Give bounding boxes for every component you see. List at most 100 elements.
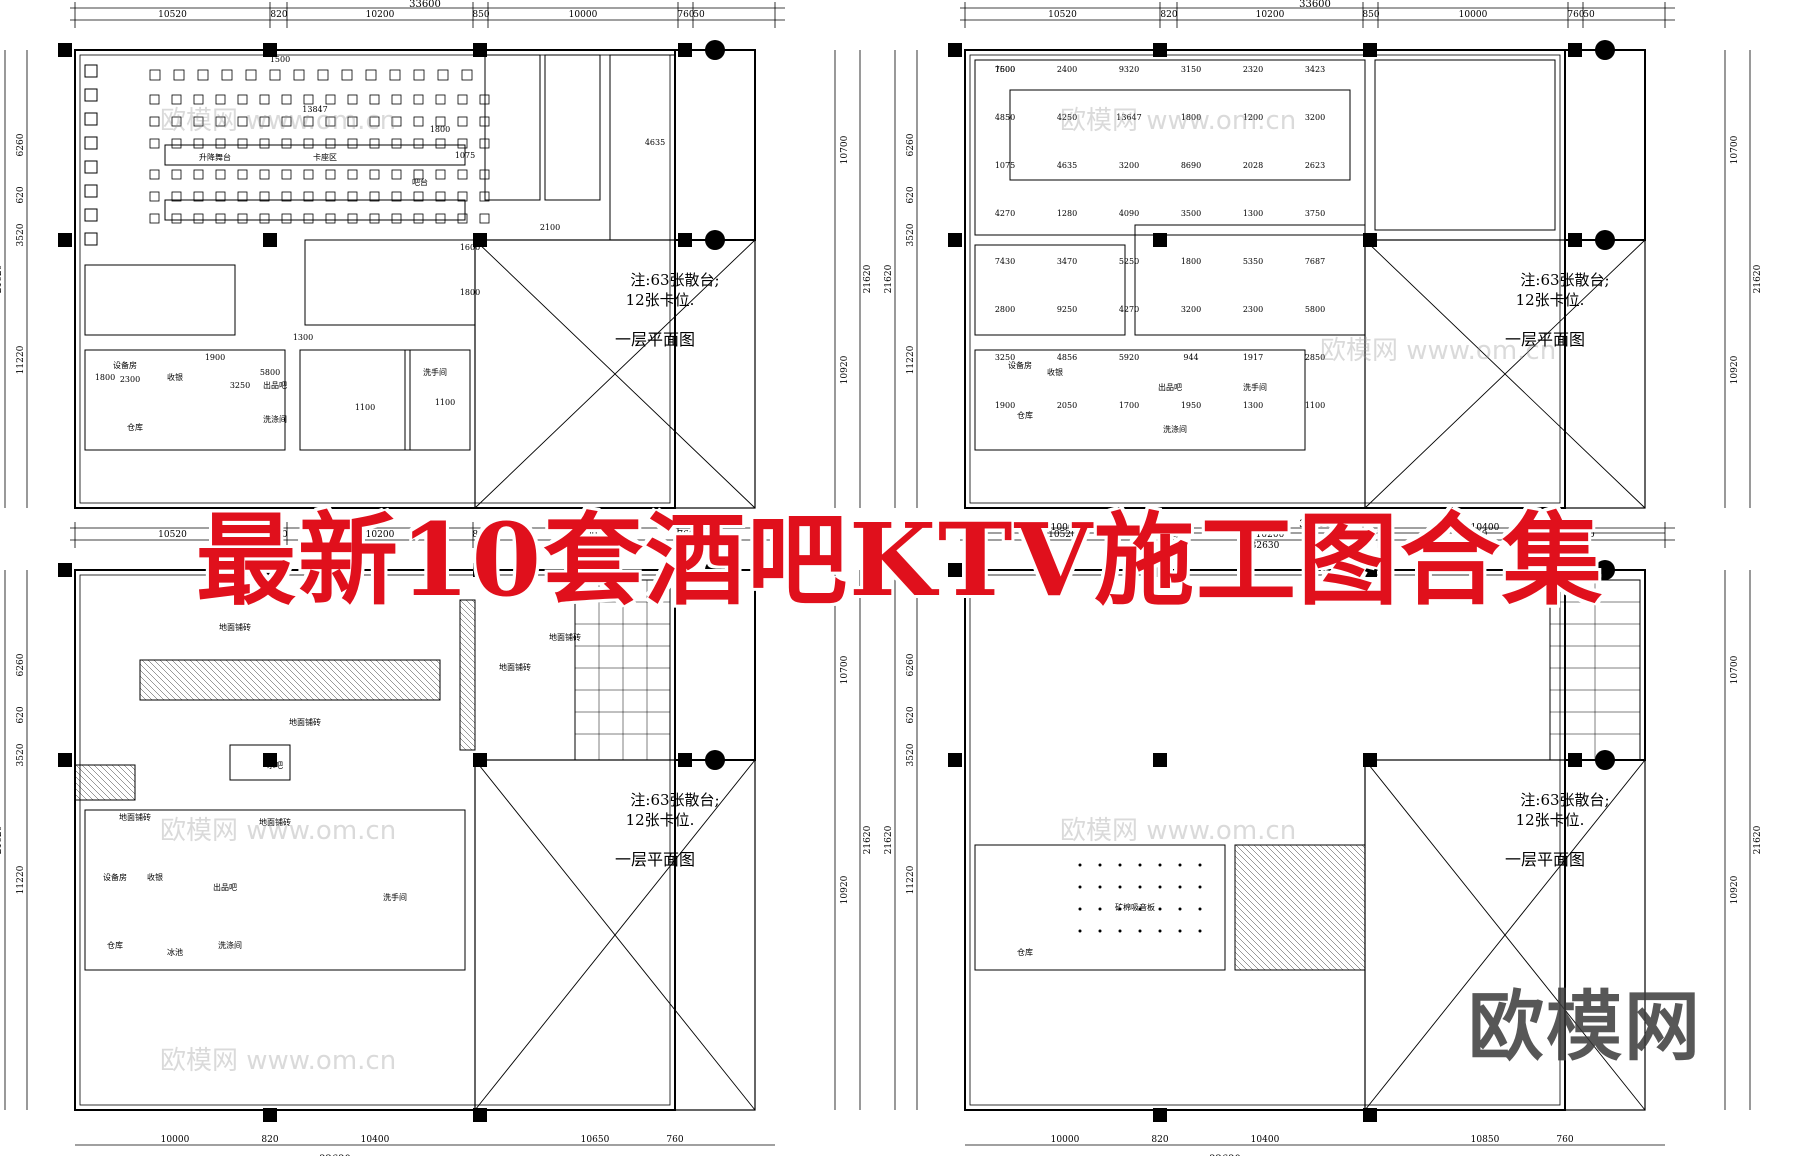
room-label: 收银 — [1047, 367, 1063, 377]
dimension-label: 1100 — [435, 398, 455, 407]
dimension-label: 10000 — [569, 10, 598, 20]
dimension-label: 3520 — [16, 743, 26, 766]
wall-line — [1235, 844, 1362, 971]
wall-line — [1301, 844, 1366, 909]
dimension-label: 3520 — [16, 223, 26, 246]
wall-line — [459, 617, 476, 634]
wall-rect — [1564, 49, 1646, 241]
structural-dot — [705, 40, 725, 60]
table — [457, 116, 468, 127]
wall-line — [74, 787, 88, 801]
column-marker — [1363, 563, 1377, 577]
table — [171, 94, 182, 105]
column-marker — [263, 233, 277, 247]
dimension-label: 3520 — [906, 223, 916, 246]
wall-line — [393, 659, 435, 701]
table — [215, 191, 226, 202]
wall-line — [297, 659, 339, 701]
table — [281, 138, 292, 149]
table — [173, 69, 185, 81]
wall-line — [1307, 844, 1366, 903]
dimension-label: 10400 — [1251, 1135, 1280, 1145]
wall-line — [357, 659, 399, 701]
table — [215, 213, 226, 224]
table — [325, 138, 336, 149]
room-label: 出品吧 — [1158, 382, 1182, 392]
wall-rect — [969, 54, 1561, 504]
wall-line — [459, 731, 476, 748]
watermark: 欧模网 www.om.cn — [160, 1046, 397, 1076]
room-label: 出品吧 — [263, 380, 287, 390]
wall-line — [139, 687, 153, 701]
wall-line — [1355, 844, 1366, 855]
wall-line — [171, 659, 213, 701]
ceiling-light — [1118, 863, 1122, 867]
wall-line — [321, 659, 363, 701]
wall-line — [139, 681, 159, 701]
dimension-label: 21620 — [0, 264, 4, 293]
booth — [84, 64, 98, 78]
table — [237, 213, 248, 224]
dimension-label: 2300 — [120, 375, 140, 384]
wall-line — [1277, 844, 1366, 933]
dimension-label: 620 — [16, 186, 26, 203]
column-marker — [1363, 753, 1377, 767]
wall-line — [74, 781, 94, 801]
wall-line — [1234, 921, 1284, 971]
dimension-label: 10000 — [569, 530, 598, 540]
wall-line — [309, 659, 351, 701]
table — [437, 69, 449, 81]
wall-line — [1234, 849, 1356, 971]
dimension-label: 2850 — [1305, 353, 1325, 362]
wall-line — [141, 659, 183, 701]
wall-line — [129, 764, 136, 771]
ceiling-light — [1118, 885, 1122, 889]
wall-line — [474, 239, 756, 509]
table — [413, 169, 424, 180]
table — [303, 138, 314, 149]
table — [325, 213, 336, 224]
table — [325, 94, 336, 105]
wall-line — [1325, 844, 1366, 885]
column-marker — [473, 1108, 487, 1122]
dimension-label: 9320 — [1119, 65, 1139, 74]
wall-line — [165, 659, 207, 701]
column-marker — [263, 1108, 277, 1122]
wall-line — [183, 659, 225, 701]
wall-line — [459, 635, 476, 652]
table — [293, 69, 305, 81]
wall-line — [363, 659, 405, 701]
table — [215, 138, 226, 149]
note-text: 12张卡位. — [1516, 291, 1585, 309]
wall-line — [1337, 844, 1366, 873]
wall-line — [459, 737, 473, 751]
ceiling-light — [1138, 863, 1142, 867]
wall-line — [459, 659, 476, 676]
wall-line — [459, 611, 476, 628]
table — [303, 169, 314, 180]
wall-line — [327, 659, 369, 701]
ceiling-light — [1178, 885, 1182, 889]
wall-line — [474, 759, 756, 1111]
dimension-label: 1200 — [1243, 113, 1263, 122]
dimension-label: 850 — [1362, 10, 1379, 20]
column-marker — [948, 233, 962, 247]
dimension-label: 5800 — [1305, 305, 1325, 314]
dimension-label: 3470 — [1057, 257, 1077, 266]
wall-line — [1349, 844, 1366, 861]
booth — [84, 136, 98, 150]
table — [413, 69, 425, 81]
dimension-label: 10920 — [840, 355, 850, 384]
column-marker — [1363, 43, 1377, 57]
wall-line — [147, 659, 189, 701]
ceiling-light — [1158, 863, 1162, 867]
column-marker — [263, 753, 277, 767]
table — [457, 94, 468, 105]
table — [237, 169, 248, 180]
dimension-label: 1700 — [1119, 401, 1139, 410]
wall-line — [93, 764, 130, 801]
dimension-label: 820 — [270, 530, 287, 540]
wall-line — [405, 659, 441, 695]
dimension-label: 10700 — [840, 655, 850, 684]
dimension-label: 10700 — [840, 135, 850, 164]
